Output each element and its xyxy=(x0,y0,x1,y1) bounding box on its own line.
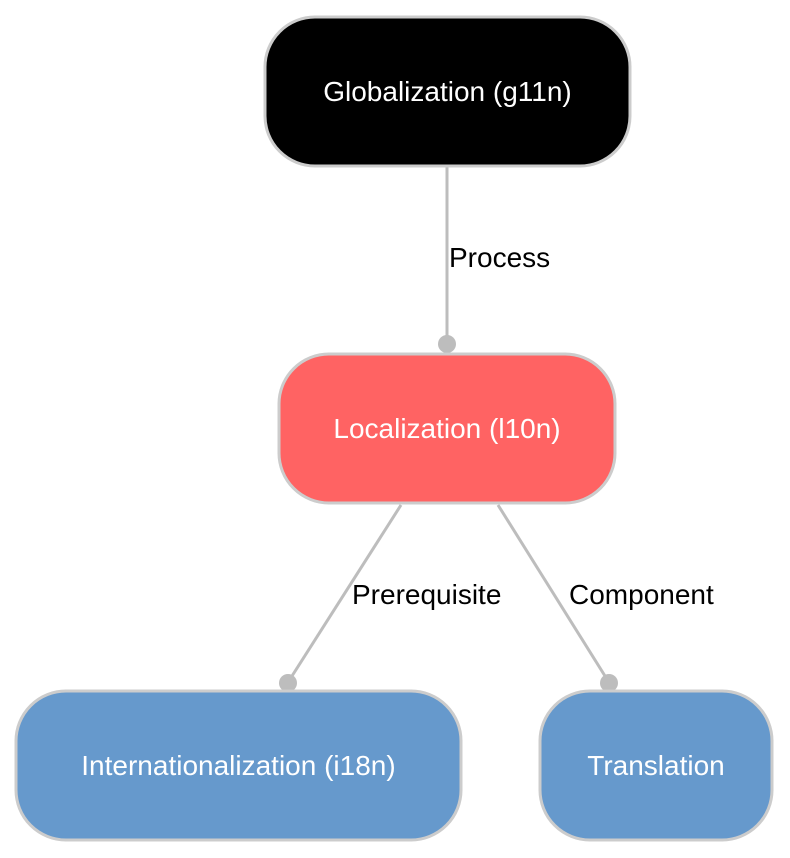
edge-component: Component xyxy=(496,504,714,692)
edge-process-label: Process xyxy=(449,242,550,273)
edge-component-arrowhead xyxy=(600,674,618,692)
node-translation-box xyxy=(538,689,774,842)
node-internationalization[interactable]: Internationalization (i18n) xyxy=(14,689,463,842)
node-translation[interactable]: Translation xyxy=(538,689,774,842)
edge-component-line xyxy=(496,504,607,677)
node-localization[interactable]: Localization (l10n) xyxy=(277,352,617,505)
node-globalization-label: Globalization (g11n) xyxy=(323,76,572,107)
edge-prerequisite-arrowhead xyxy=(279,674,297,692)
node-globalization-box xyxy=(263,15,632,168)
edge-prerequisite: Prerequisite xyxy=(279,504,501,692)
edge-component-label: Component xyxy=(569,579,714,610)
edge-prerequisite-line xyxy=(290,504,403,677)
edge-process-arrowhead xyxy=(438,335,456,353)
node-translation-label: Translation xyxy=(587,750,724,781)
node-globalization[interactable]: Globalization (g11n) xyxy=(263,15,632,168)
edge-prerequisite-label: Prerequisite xyxy=(352,579,501,610)
node-internationalization-label: Internationalization (i18n) xyxy=(81,750,395,781)
node-internationalization-box xyxy=(14,689,463,842)
edge-process: Process xyxy=(438,167,550,353)
node-localization-label: Localization (l10n) xyxy=(333,413,560,444)
node-localization-box xyxy=(277,352,617,505)
